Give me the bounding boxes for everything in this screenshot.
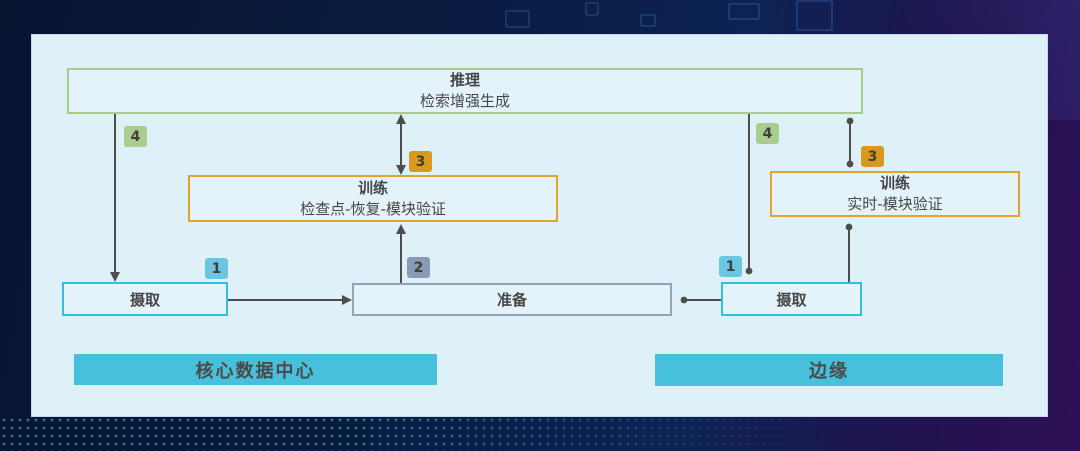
zone-core-datacenter-banner: 核心数据中心 [74,354,437,385]
inference-subtitle: 检索增强生成 [419,92,510,110]
step-badge-4-core: 4 [124,126,147,147]
step-badge-1-edge: 1 [719,256,742,277]
training-edge-box: 训练 实时-模块验证 [770,171,1020,217]
training-edge-title: 训练 [879,174,910,192]
step-badge-1-core: 1 [205,258,228,279]
diagram-panel [31,34,1048,417]
inference-box: 推理 检索增强生成 [67,68,863,114]
step-badge-4-edge: 4 [756,123,779,144]
halftone-dots-pattern [0,416,1080,451]
prepare-box: 准备 [352,283,672,316]
ingest-edge-box: 摄取 [721,282,862,316]
training-core-subtitle: 检查点-恢复-模块验证 [300,199,446,218]
ingest-core-box: 摄取 [62,282,228,316]
training-core-box: 训练 检查点-恢复-模块验证 [188,175,558,222]
training-core-title: 训练 [357,178,388,197]
circuit-pattern [728,3,760,20]
inference-title: 推理 [449,71,480,89]
zone-edge-banner: 边缘 [655,354,1003,386]
circuit-pattern [585,2,599,16]
circuit-pattern [796,0,833,31]
circuit-pattern [640,14,656,27]
circuit-pattern [505,10,530,28]
step-badge-3-core: 3 [409,151,432,172]
step-badge-3-edge: 3 [861,146,884,167]
step-badge-2-core: 2 [407,257,430,278]
training-edge-subtitle: 实时-模块验证 [847,195,943,213]
